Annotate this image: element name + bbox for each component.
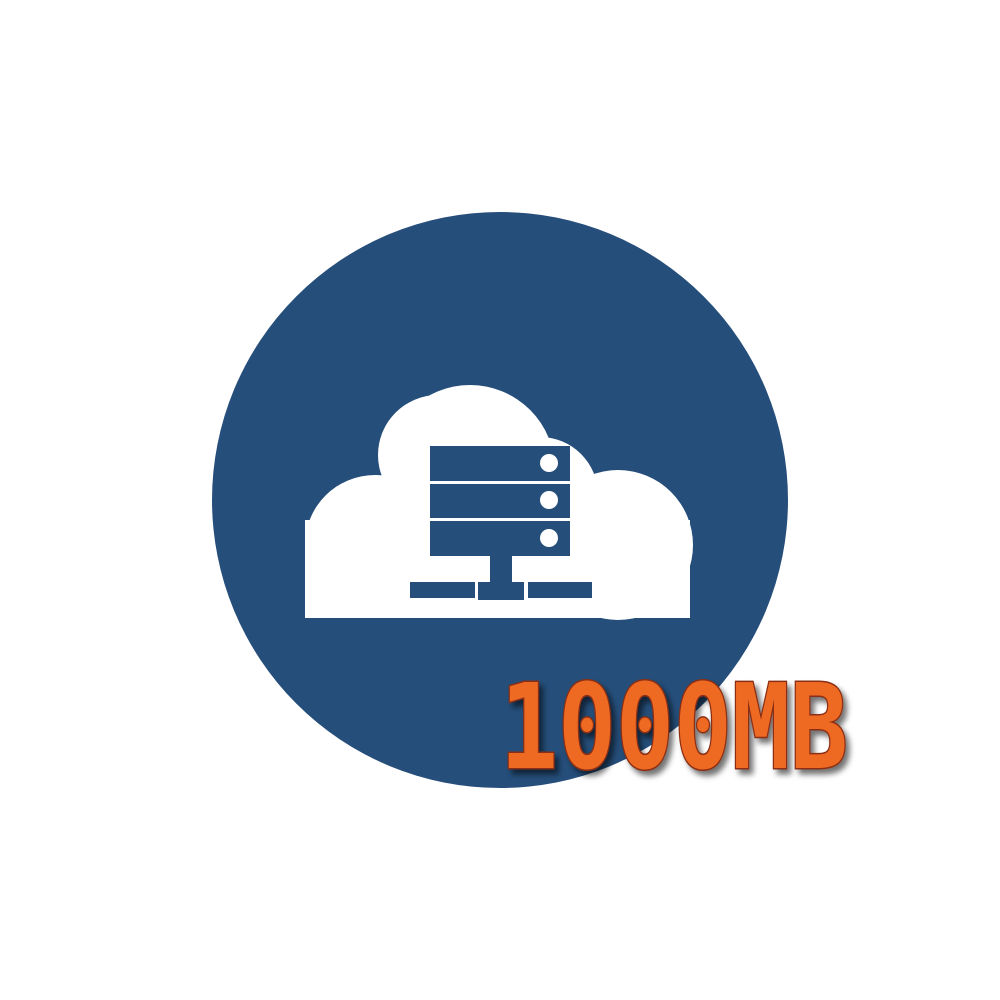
network-connector-icon [410,556,592,600]
server-led-3 [540,529,558,547]
server-led-2 [540,491,558,509]
server-led-1 [540,454,558,472]
capacity-label: 1000MB [500,658,848,796]
server-rack-icon [430,446,570,556]
